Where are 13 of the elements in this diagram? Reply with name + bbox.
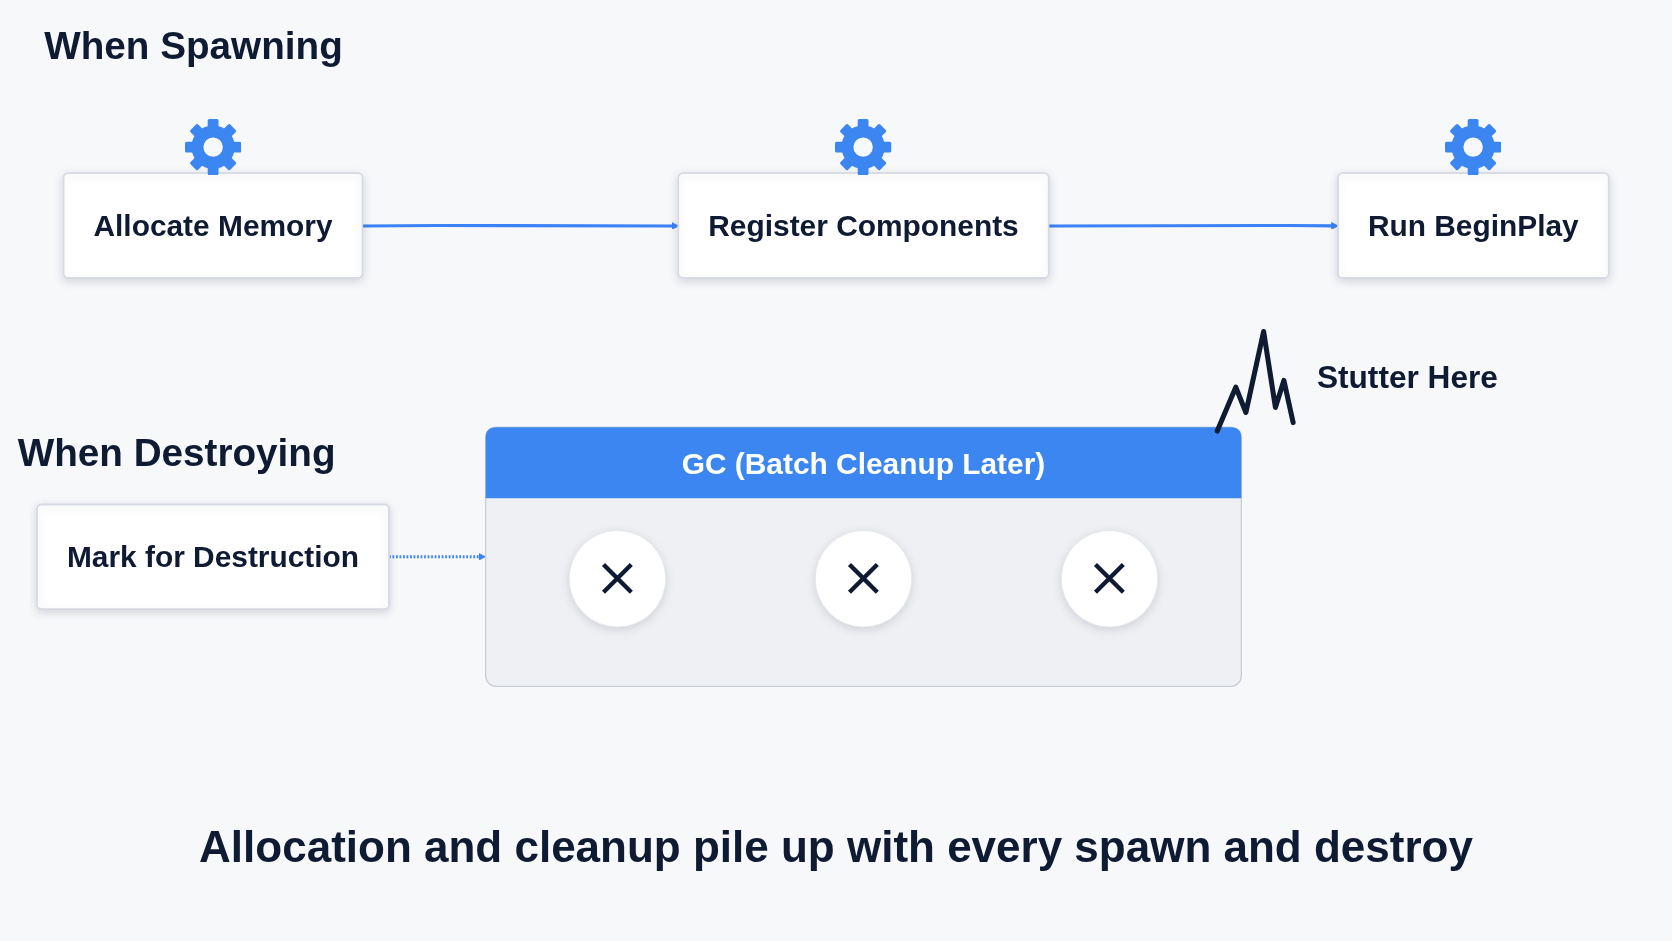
process-box: Mark for Destruction (36, 503, 390, 610)
annotation-text: Stutter Here (1316, 358, 1498, 395)
caption: Allocation and cleanup pile up with every spawn and destroy (199, 822, 1473, 871)
circle-node (1060, 529, 1159, 628)
section-heading: When Spawning (44, 23, 343, 69)
process-box: Register Components (677, 172, 1050, 279)
circle-node (568, 529, 667, 628)
circle-node (814, 529, 913, 628)
process-box: Run BeginPlay (1337, 172, 1610, 279)
dashed-arrow (389, 552, 486, 561)
section-heading: When Destroying (17, 430, 336, 476)
process-box: Allocate Memory (62, 172, 364, 279)
arrow (1049, 222, 1339, 230)
